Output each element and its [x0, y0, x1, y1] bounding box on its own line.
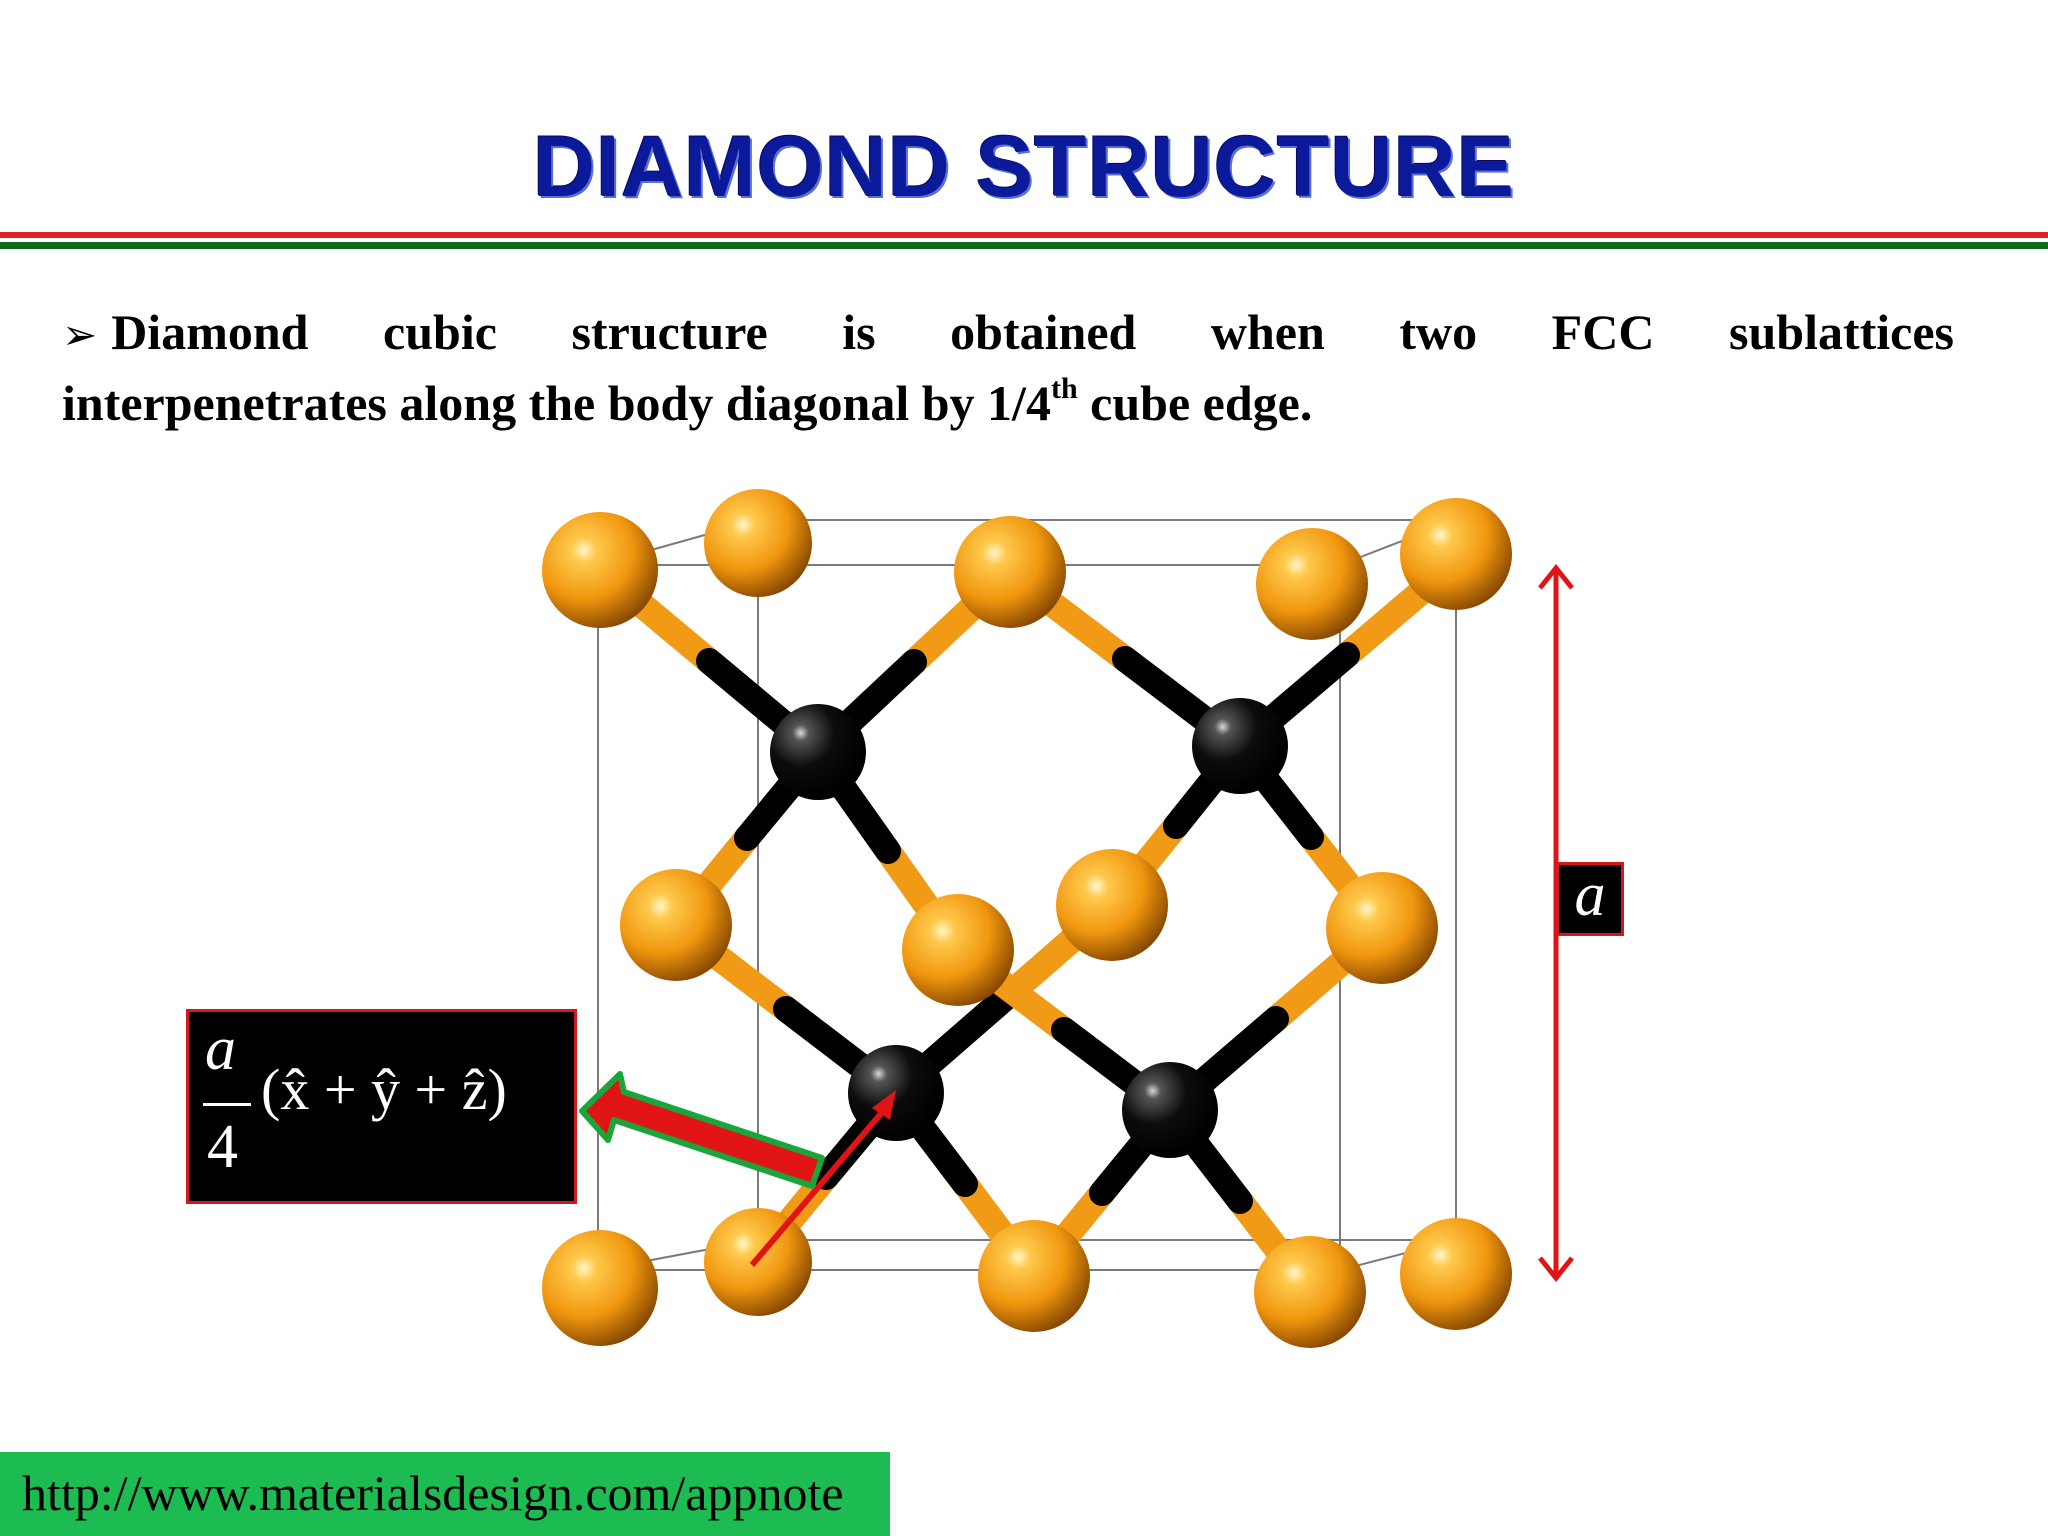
bullet-text-line2: interpenetrates along the body diagonal … — [62, 375, 1051, 431]
footer-url[interactable]: http://www.materialsdesign.com/appnote — [22, 1465, 844, 1521]
orange-atom — [1400, 1218, 1512, 1330]
black-atom — [848, 1045, 944, 1141]
black-atom — [1122, 1062, 1218, 1158]
bullet-line-1: ➢ Diamond cubic structure is obtained whe… — [62, 298, 1954, 369]
footer-source-box: http://www.materialsdesign.com/appnote — [0, 1452, 890, 1536]
orange-atom — [1254, 1236, 1366, 1348]
orange-atoms — [542, 489, 1512, 1348]
dimension-arrowhead-top — [1538, 563, 1574, 590]
orange-atom — [954, 516, 1066, 628]
lattice-constant-label: a — [1556, 862, 1624, 936]
orange-atom — [704, 489, 812, 597]
pointer-arrow — [579, 1071, 825, 1189]
arrowhead-bullet-icon: ➢ — [62, 310, 98, 359]
displacement-arrow-shaft — [749, 1108, 887, 1267]
dimension-arrowhead-bottom — [1538, 1256, 1574, 1283]
orange-atom — [978, 1220, 1090, 1332]
displacement-arrowhead — [872, 1090, 896, 1120]
orange-atom — [542, 1230, 658, 1346]
bullet-text-line2-end: cube edge. — [1077, 375, 1313, 431]
bullet-paragraph: ➢ Diamond cubic structure is obtained whe… — [62, 298, 1954, 437]
black-atom — [1192, 698, 1288, 794]
formula-denominator: 4 — [207, 1113, 238, 1181]
black-atom — [770, 704, 866, 800]
orange-atom — [542, 512, 658, 628]
displacement-formula-box: a 4 (x̂ + ŷ + ẑ) — [186, 1009, 577, 1204]
orange-atom — [1256, 528, 1368, 640]
title-rule-gap — [0, 238, 2048, 242]
title-rule-green — [0, 242, 2048, 249]
orange-atom — [620, 869, 732, 981]
formula-expression: (x̂ + ŷ + ẑ) — [261, 1057, 507, 1122]
slide-title: DIAMOND STRUCTURE — [532, 119, 1516, 215]
orange-atom — [1326, 872, 1438, 984]
formula-numerator: a — [205, 1015, 236, 1083]
title-rule-red — [0, 232, 2048, 238]
displacement-arrow — [749, 1090, 896, 1267]
orange-atom — [902, 894, 1014, 1006]
formula-fraction-bar — [203, 1103, 251, 1106]
pointer-arrow-shape — [579, 1071, 825, 1189]
ordinal-superscript: th — [1050, 372, 1078, 405]
orange-atom — [1056, 849, 1168, 961]
orange-atom — [1400, 498, 1512, 610]
black-atoms — [770, 698, 1288, 1158]
bullet-text-line1: Diamond cubic structure is obtained when… — [111, 304, 1954, 360]
